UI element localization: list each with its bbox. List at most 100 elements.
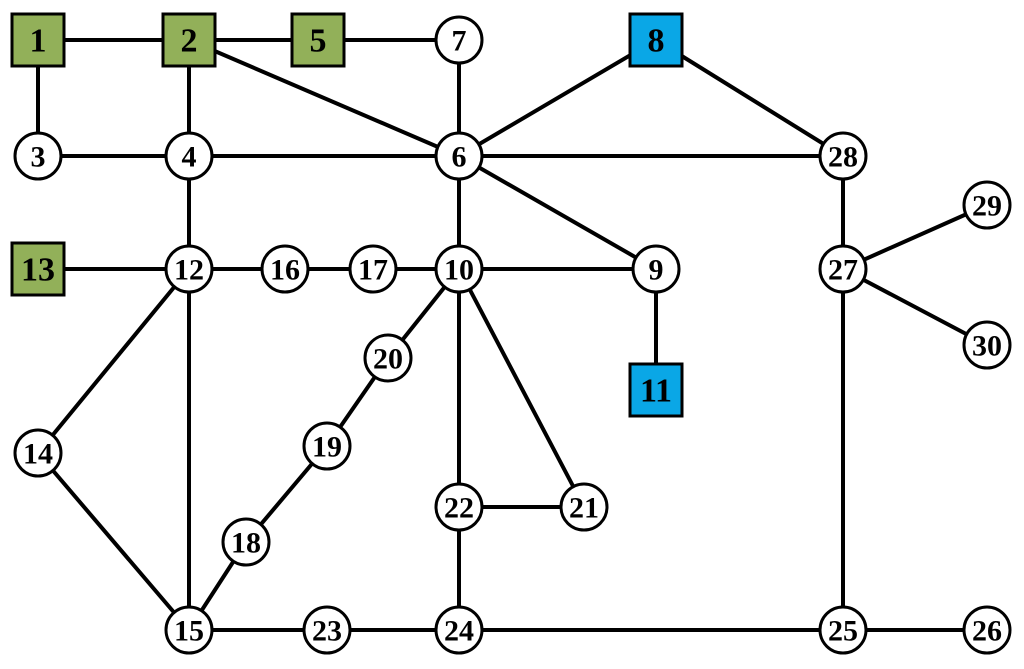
node-21: 21 — [559, 482, 609, 532]
node-14: 14 — [13, 428, 63, 478]
node-9: 9 — [631, 244, 681, 294]
node-12-label: 12 — [174, 254, 204, 287]
node-22: 22 — [434, 482, 484, 532]
node-27-circle — [818, 244, 868, 294]
node-27-label: 27 — [828, 254, 858, 287]
node-8: 8 — [628, 12, 684, 68]
edge-6-9 — [457, 154, 658, 271]
node-7: 7 — [434, 15, 484, 65]
node-1-label: 1 — [30, 23, 47, 60]
node-23-label: 23 — [312, 615, 342, 648]
node-28-circle — [818, 131, 868, 181]
node-5-square — [290, 12, 346, 68]
node-5-label: 5 — [310, 23, 327, 60]
node-16: 16 — [260, 244, 310, 294]
node-4-circle — [164, 131, 214, 181]
node-22-label: 22 — [444, 492, 474, 525]
node-11: 11 — [628, 362, 684, 418]
node-18-label: 18 — [231, 527, 261, 560]
node-6-circle — [434, 131, 484, 181]
node-12: 12 — [164, 244, 214, 294]
node-9-label: 9 — [649, 254, 664, 287]
node-21-label: 21 — [569, 492, 599, 525]
node-23-circle — [302, 605, 352, 655]
node-19-label: 19 — [312, 431, 342, 464]
node-30-circle — [962, 320, 1012, 370]
node-3: 3 — [13, 131, 63, 181]
node-11-label: 11 — [640, 373, 672, 410]
node-20-circle — [363, 333, 413, 383]
node-12-circle — [164, 244, 214, 294]
node-10-label: 10 — [444, 254, 474, 287]
node-4-label: 4 — [182, 141, 197, 174]
node-2-label: 2 — [181, 23, 198, 60]
node-17: 17 — [348, 244, 398, 294]
node-19: 19 — [302, 421, 352, 471]
node-29-circle — [962, 180, 1012, 230]
node-22-circle — [434, 482, 484, 532]
node-13-square — [10, 241, 66, 297]
node-26-circle — [962, 605, 1012, 655]
node-7-label: 7 — [452, 25, 467, 58]
node-28: 28 — [818, 131, 868, 181]
node-13: 13 — [10, 241, 66, 297]
node-8-square — [628, 12, 684, 68]
node-6: 6 — [434, 131, 484, 181]
node-19-circle — [302, 421, 352, 471]
node-8-label: 8 — [648, 23, 665, 60]
edge-8-6 — [457, 38, 658, 158]
node-24: 24 — [434, 605, 484, 655]
node-21-circle — [559, 482, 609, 532]
node-15-label: 15 — [174, 615, 204, 648]
edge-12-14 — [36, 267, 191, 455]
node-2: 2 — [161, 12, 217, 68]
node-24-circle — [434, 605, 484, 655]
node-14-label: 14 — [23, 438, 53, 471]
node-25-circle — [818, 605, 868, 655]
node-4: 4 — [164, 131, 214, 181]
node-26-label: 26 — [972, 615, 1002, 648]
edge-10-21 — [457, 267, 586, 509]
node-24-label: 24 — [444, 615, 474, 648]
node-1-square — [10, 12, 66, 68]
node-20: 20 — [363, 333, 413, 383]
node-27: 27 — [818, 244, 868, 294]
edge-27-30 — [841, 267, 989, 347]
node-3-circle — [13, 131, 63, 181]
node-15-circle — [164, 605, 214, 655]
node-16-label: 16 — [270, 254, 300, 287]
node-23: 23 — [302, 605, 352, 655]
edge-14-15 — [36, 451, 191, 632]
node-25-label: 25 — [828, 615, 858, 648]
node-1: 1 — [10, 12, 66, 68]
edge-8-28 — [654, 38, 845, 158]
node-18: 18 — [221, 517, 271, 567]
edge-27-29 — [841, 203, 989, 271]
node-17-circle — [348, 244, 398, 294]
edge-2-6 — [187, 38, 461, 158]
node-13-label: 13 — [21, 252, 55, 289]
node-30: 30 — [962, 320, 1012, 370]
node-9-circle — [631, 244, 681, 294]
node-14-circle — [13, 428, 63, 478]
node-5: 5 — [290, 12, 346, 68]
node-6-label: 6 — [452, 141, 467, 174]
node-15: 15 — [164, 605, 214, 655]
node-29-label: 29 — [972, 190, 1002, 223]
node-18-circle — [221, 517, 271, 567]
node-7-circle — [434, 15, 484, 65]
node-10: 10 — [434, 244, 484, 294]
node-3-label: 3 — [31, 141, 46, 174]
node-16-circle — [260, 244, 310, 294]
node-10-circle — [434, 244, 484, 294]
node-2-square — [161, 12, 217, 68]
node-25: 25 — [818, 605, 868, 655]
node-29: 29 — [962, 180, 1012, 230]
node-20-label: 20 — [373, 343, 403, 376]
node-11-square — [628, 362, 684, 418]
node-17-label: 17 — [358, 254, 388, 287]
node-30-label: 30 — [972, 330, 1002, 363]
